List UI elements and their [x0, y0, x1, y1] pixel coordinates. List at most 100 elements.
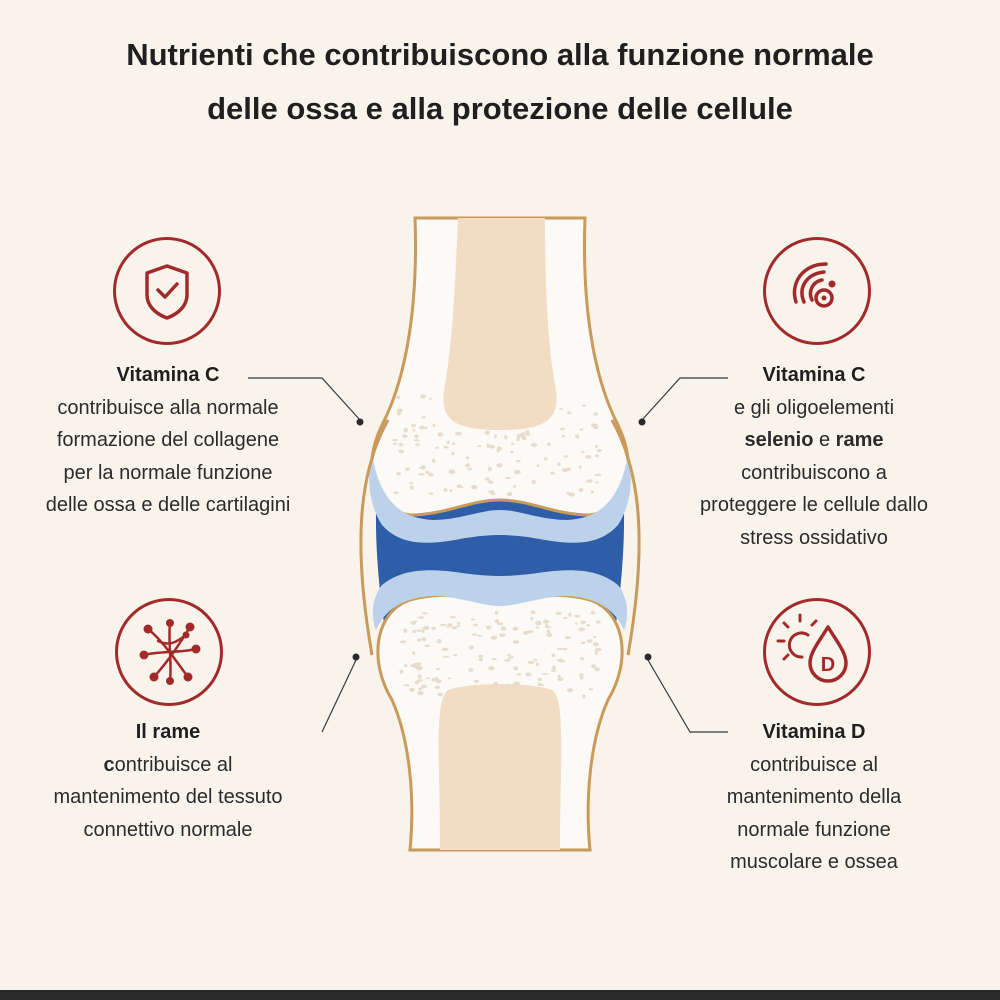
bone-pore	[419, 425, 425, 430]
bone-pore	[425, 470, 430, 474]
connector-dots	[352, 418, 652, 661]
text-vitamin-c-collagen: Vitamina C contribuisce alla normale for…	[0, 359, 336, 522]
connector-bottom-right	[647, 659, 728, 733]
bone-pore	[580, 657, 584, 661]
desc-line: contribuisce alla normale	[57, 396, 279, 419]
bone-pore	[434, 685, 440, 689]
bone-pore	[476, 634, 483, 637]
text-vitamin-c-selenium-copper: Vitamina C e gli oligoelementi selenio e…	[655, 359, 973, 554]
connector-top-right	[641, 377, 728, 421]
bone-pore	[531, 479, 536, 485]
bone-pore	[431, 677, 438, 682]
bone-pore	[586, 624, 591, 627]
bone-pore	[421, 630, 425, 633]
bone-pore	[468, 645, 475, 650]
bone-pore	[513, 666, 519, 671]
bone-pore	[530, 610, 536, 614]
bone-pore	[581, 450, 585, 453]
bone-pore	[432, 423, 436, 428]
bone-pore	[393, 491, 399, 495]
bone-pore	[439, 623, 447, 626]
bone-pore	[413, 620, 418, 623]
bone-pore	[449, 615, 456, 619]
bone-pore	[412, 429, 416, 432]
bone-pore	[595, 481, 599, 484]
bone-pore	[493, 681, 499, 687]
bone-pore	[435, 668, 440, 671]
desc-line: formazione del collagene	[56, 429, 280, 451]
bone-pore	[578, 627, 585, 632]
desc-line: per la normale funzione	[63, 461, 273, 484]
bone-pore	[448, 469, 455, 475]
bone-pore	[414, 665, 422, 670]
connector-bottom-left	[321, 659, 357, 733]
bone-pore	[417, 638, 422, 642]
bone-pore	[403, 664, 408, 667]
bone-pore	[527, 660, 535, 665]
heading-vitamina-d: Vitamina D	[762, 721, 866, 743]
conjunction: e	[813, 429, 836, 451]
bone-pore	[551, 653, 556, 658]
shield-check-icon	[113, 237, 221, 345]
bone-pore	[456, 621, 461, 625]
bone-pore	[411, 423, 416, 428]
bone-pore	[565, 636, 571, 640]
bone-pore	[403, 628, 408, 633]
bone-pore	[467, 467, 473, 471]
bone-pore	[504, 435, 508, 440]
bone-pore	[431, 626, 436, 630]
bone-pore	[506, 491, 513, 497]
bone-pore	[435, 679, 442, 684]
connector-top-left	[248, 377, 361, 421]
bone-pore	[470, 618, 476, 621]
text-copper-connective-tissue: Il rame contribuisce al mantenimento del…	[0, 716, 336, 846]
bone-pore	[473, 623, 478, 627]
bone-pore	[567, 688, 574, 693]
bone-pore	[402, 434, 408, 439]
bone-pore	[417, 691, 424, 696]
bone-pore	[420, 684, 427, 689]
bone-pore	[416, 629, 423, 632]
bone-pore	[446, 440, 450, 444]
bone-pore	[484, 477, 490, 481]
title-line-2: delle ossa e alla protezione delle cellu…	[207, 91, 793, 126]
bone-pore	[593, 412, 598, 416]
bone-pore	[478, 657, 483, 662]
bone-pore	[434, 446, 440, 449]
bone-pore	[437, 692, 443, 697]
bottom-bar	[0, 990, 1000, 1000]
bone-pore	[580, 620, 586, 625]
bone-pore	[421, 612, 428, 615]
bone-pore	[409, 482, 413, 485]
bone-pore	[500, 626, 507, 631]
bone-pore	[409, 485, 414, 490]
desc-line: proteggere le cellule dallo	[700, 494, 928, 516]
bone-pore	[543, 619, 550, 624]
joint-outline-left	[359, 419, 390, 656]
bone-pore	[594, 454, 600, 458]
bone-pore	[447, 677, 452, 680]
spongy-bone-texture	[392, 394, 603, 699]
bone-pore	[464, 463, 471, 468]
sun-vitamin-d-drop-icon: D	[763, 598, 871, 706]
bone-pore	[442, 655, 450, 658]
page-title: Nutrienti che contribuiscono alla funzio…	[0, 28, 1000, 136]
bone-pore	[582, 694, 586, 699]
bone-pore	[580, 641, 586, 645]
bone-pore	[543, 457, 548, 461]
bone-pore	[550, 471, 556, 475]
bone-pore	[555, 611, 562, 615]
bone-pore	[596, 449, 603, 452]
bone-pore	[398, 443, 404, 447]
heading-vitamina-c-left: Vitamina C	[116, 364, 220, 386]
bone-pore	[585, 455, 592, 459]
bone-pore	[594, 444, 599, 448]
bone-pore	[414, 680, 419, 685]
bone-pore	[567, 411, 572, 415]
bone-pore	[579, 428, 584, 431]
bone-pore	[451, 451, 455, 456]
bone-pore	[424, 426, 428, 430]
desc-line: normale funzione	[737, 818, 891, 841]
connector-lines	[248, 377, 728, 733]
